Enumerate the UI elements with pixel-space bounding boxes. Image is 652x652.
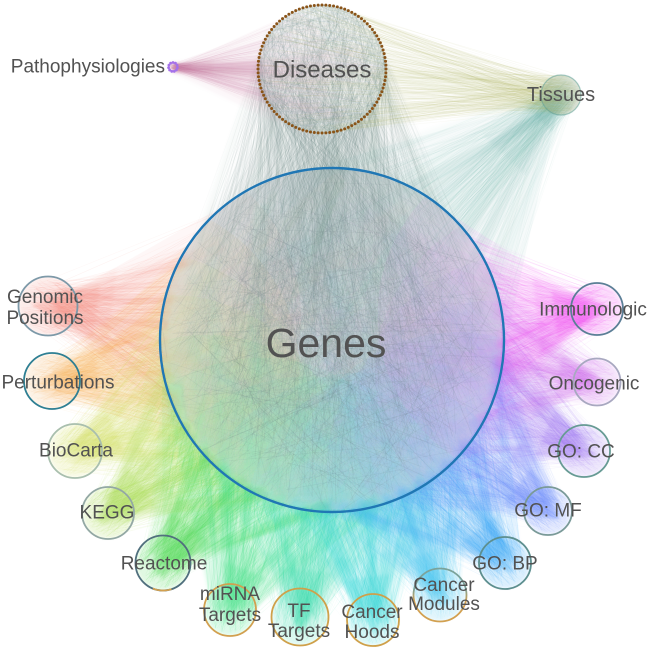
tissues-circle[interactable] — [540, 74, 582, 116]
oncogenic-circle[interactable] — [572, 357, 622, 407]
go-bp-circle[interactable] — [478, 536, 532, 590]
go-bp-label[interactable]: GO: BP — [472, 554, 537, 575]
tf-targets-label-line-1: Targets — [268, 621, 330, 642]
genomic-positions-label-line-1: Positions — [6, 308, 83, 329]
mirna-targets-label-line-0: miRNA — [200, 584, 260, 605]
reactome-accent-arc — [152, 587, 172, 592]
diseases-label[interactable]: Diseases — [273, 57, 372, 84]
diseases-dotted-circle[interactable] — [256, 3, 388, 135]
edge-bundle-tf-targets-genes — [215, 459, 395, 643]
genes-circle-mute — [160, 168, 504, 512]
go-cc-circle[interactable] — [557, 424, 611, 478]
genomic-positions-label-line-0: Genomic — [7, 287, 83, 308]
pathophysiologies-label[interactable]: Pathophysiologies — [11, 57, 165, 78]
go-cc-label[interactable]: GO: CC — [547, 442, 615, 463]
biocarta-circle[interactable] — [47, 423, 103, 479]
biocarta-label[interactable]: BioCarta — [39, 441, 113, 462]
oncogenic-label[interactable]: Oncogenic — [549, 374, 640, 395]
edge-bundle-biocarta-genes — [55, 357, 264, 496]
cancer-modules-circle[interactable] — [412, 567, 468, 623]
perturbations-circle[interactable] — [23, 352, 81, 410]
perturbations-label[interactable]: Perturbations — [1, 373, 114, 394]
reactome-label[interactable]: Reactome — [121, 554, 208, 575]
mirna-targets-circle[interactable] — [203, 583, 257, 637]
tf-targets-label-line-0: TF — [287, 601, 310, 622]
go-mf-circle[interactable] — [523, 486, 573, 536]
cancer-modules-label-line-1: Modules — [408, 594, 480, 615]
immunologic-label[interactable]: Immunologic — [539, 300, 647, 321]
genes-circle-fill — [160, 168, 504, 512]
edge-bundle-pathophysiologies-diseases — [168, 11, 368, 126]
edge-bundle-cancer-hoods-genes — [286, 482, 424, 644]
mirna-targets-label-line-1: Targets — [199, 605, 261, 626]
edge-bundle-go-bp-genes — [380, 408, 525, 585]
pathophysiologies-dotted-circle[interactable] — [167, 61, 179, 73]
cancer-hoods-label-line-1: Hoods — [345, 622, 400, 643]
edge-bundle-immunologic-genes — [479, 256, 615, 410]
immunologic-circle[interactable] — [570, 282, 624, 336]
kegg-circle[interactable] — [81, 486, 135, 540]
genes-circle[interactable] — [158, 166, 506, 514]
genes-interior-weave — [162, 171, 502, 509]
edge-bundle-diseases-tissues — [257, 4, 581, 134]
cancer-hoods-label-line-0: Cancer — [341, 602, 403, 623]
genes-label[interactable]: Genes — [266, 320, 387, 366]
edge-bundle-kegg-genes — [85, 340, 290, 533]
cancer-hoods-circle[interactable] — [346, 593, 400, 647]
genomic-positions-circle[interactable] — [17, 275, 79, 337]
edge-bundle-tissues-genes — [433, 80, 575, 301]
tissues-label[interactable]: Tissues — [527, 84, 595, 106]
kegg-label[interactable]: KEGG — [80, 503, 135, 524]
cancer-modules-label-line-0: Cancer — [413, 575, 475, 596]
edge-bundle-genomic-positions-genes — [28, 254, 191, 400]
edge-bundle-cancer-modules-genes — [353, 431, 475, 612]
tf-targets-circle[interactable] — [270, 587, 330, 647]
go-mf-label[interactable]: GO: MF — [514, 501, 582, 522]
diseases-interior-weave — [257, 4, 387, 134]
